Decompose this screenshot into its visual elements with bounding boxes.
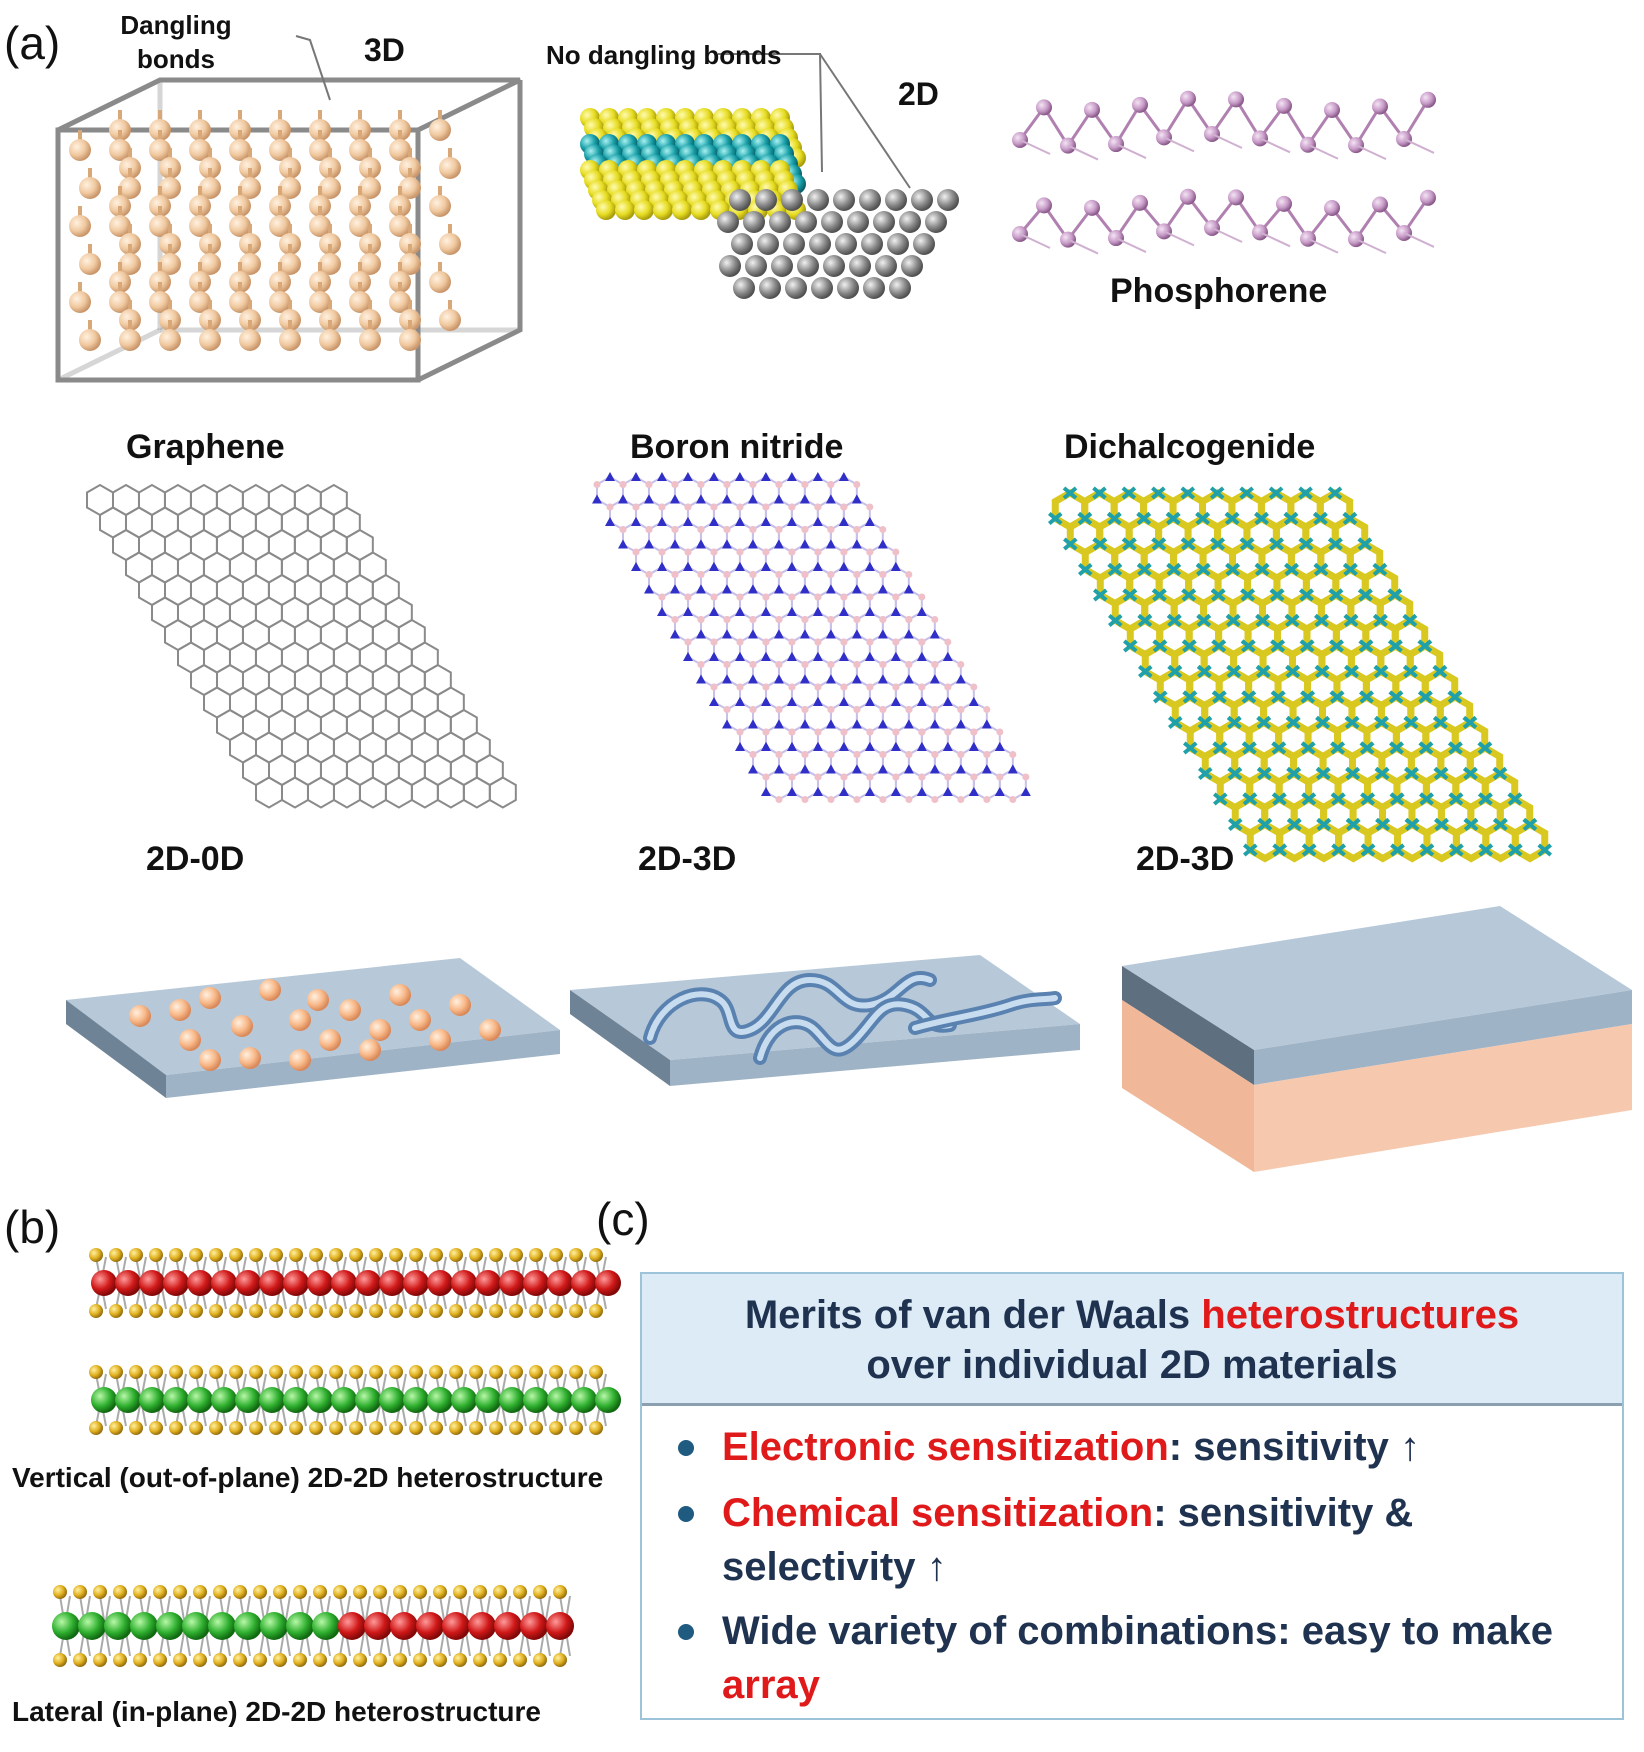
merit-item-electronic: Electronic sensitization: sensitivity ↑ (722, 1420, 1602, 1474)
bullet-dot (678, 1624, 694, 1640)
merits-title: Merits of van der Waals heterostructures… (642, 1274, 1622, 1406)
dangling-bonds-label: Dangling bonds (120, 10, 232, 74)
heterostructure-2d-1d-label: 2D-3D (638, 840, 737, 878)
merits-box: Merits of van der Waals heterostructures… (640, 1272, 1624, 1720)
merit-rest: : sensitivity & selectivity ↑ (722, 1491, 1414, 1589)
lateral-heterostructure-model (52, 1585, 574, 1667)
merit-item-combinations: Wide variety of combinations: easy to ma… (722, 1604, 1602, 1712)
vertical-heterostructure-model (89, 1248, 621, 1435)
merit-highlight: array (722, 1663, 820, 1707)
label-3d: 3D (364, 32, 405, 68)
dichalcogenide-label: Dichalcogenide (1064, 428, 1316, 466)
phosphorene-structure (1012, 90, 1436, 255)
bullet-dot (678, 1440, 694, 1456)
label-2d: 2D (898, 76, 939, 112)
merit-rest: : sensitivity ↑ (1168, 1425, 1420, 1469)
heterostructure-2d-1d (570, 955, 1080, 1086)
heterostructure-2d-0d (66, 958, 560, 1098)
boron-nitride-lattice (592, 472, 1031, 803)
heterostructure-2d-0d-label: 2D-0D (146, 840, 245, 878)
merits-title-line2: over individual 2D materials (866, 1343, 1398, 1387)
merits-title-part1: Merits of van der Waals (744, 1293, 1202, 1337)
heterostructure-2d-3d-label: 2D-3D (1136, 840, 1235, 878)
merit-text: Wide variety of combinations: easy to ma… (722, 1609, 1553, 1653)
bullet-dot (678, 1506, 694, 1522)
panel-b-letter: (b) (4, 1201, 61, 1253)
boron-nitride-label: Boron nitride (630, 428, 844, 466)
layered-2d-stack (295, 35, 959, 299)
merits-title-highlight: heterostructures (1201, 1293, 1520, 1337)
graphene-lattice (86, 483, 517, 809)
merit-highlight: Chemical sensitization (722, 1491, 1154, 1535)
no-dangling-bonds-label: No dangling bonds (546, 40, 782, 70)
vertical-heterostructure-caption: Vertical (out-of-plane) 2D-2D heterostru… (12, 1462, 604, 1493)
merit-item-chemical: Chemical sensitization: sensitivity & se… (722, 1486, 1602, 1594)
graphene-label: Graphene (126, 428, 285, 466)
panel-c-letter: (c) (596, 1193, 650, 1245)
merit-highlight: Electronic sensitization (722, 1425, 1169, 1469)
bulk-3d-crystal (55, 77, 523, 383)
panel-a-letter: (a) (4, 17, 61, 69)
heterostructure-2d-3d (1122, 906, 1632, 1172)
phosphorene-label: Phosphorene (1110, 272, 1328, 310)
lateral-heterostructure-caption: Lateral (in-plane) 2D-2D heterostructure (12, 1696, 541, 1727)
dichalcogenide-lattice (1047, 486, 1553, 863)
